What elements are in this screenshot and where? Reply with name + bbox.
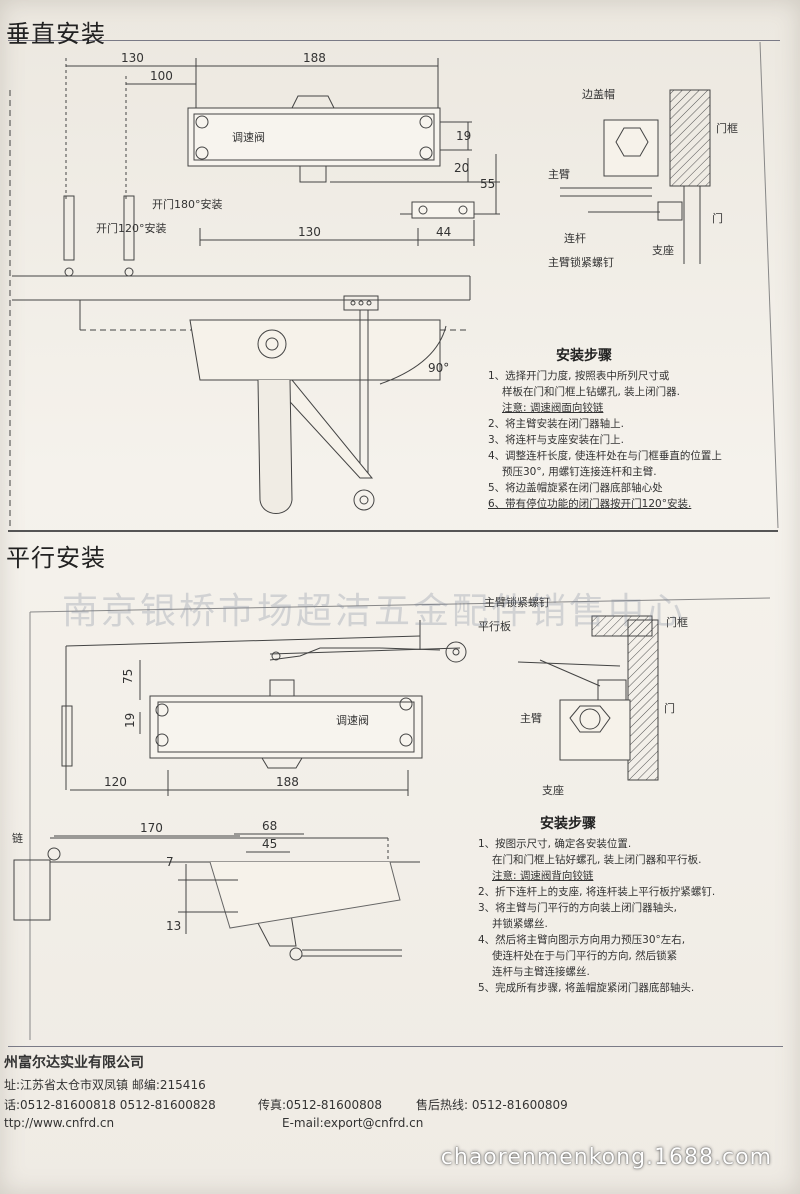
- p-hinge-label: 链: [12, 831, 23, 845]
- parallel-steps: 安装步骤 1、按图示尺寸, 确定各安装位置. 在门和门框上钻好螺孔, 装上闭门器…: [478, 816, 778, 996]
- p-step-3b: 并锁紧螺丝.: [492, 918, 548, 930]
- dim-130-top: 130: [121, 51, 144, 65]
- seat-label: 支座: [652, 243, 674, 257]
- p-door-frame-label: 门框: [666, 615, 688, 629]
- dim-44: 44: [436, 225, 451, 239]
- v-step-1: 1、选择开门力度, 按照表中所列尺寸或: [488, 370, 670, 382]
- p-dim-188: 188: [276, 775, 299, 789]
- v-step-4b: 预压30°, 用螺钉连接连杆和主臂.: [502, 466, 657, 478]
- company-phone: 话:0512-81600818 0512-81600828: [4, 1098, 216, 1112]
- p-step-1c: 注意: 调速阀背向铰链: [492, 870, 594, 882]
- p-dim-7: 7: [166, 855, 174, 869]
- watermark-bottom-bar: chaorenmenkong.1688.com: [0, 1143, 800, 1179]
- dim-130-bottom: 130: [298, 225, 321, 239]
- watermark-mid: 南京银桥市场超洁五金配件销售中心: [62, 591, 687, 632]
- arm-screw-label: 主臂锁紧螺钉: [548, 255, 614, 269]
- valve-label: 调速阀: [232, 130, 265, 144]
- p-step-5: 5、完成所有步骤, 将盖帽旋紧闭门器底部轴头.: [478, 982, 695, 994]
- door-label: 门: [712, 211, 723, 225]
- v-step-6: 6、带有停位功能的闭门器按开门120°安装.: [488, 498, 692, 510]
- v-step-3: 3、将连杆与支座安装在门上.: [488, 434, 625, 446]
- p-dim-170: 170: [140, 821, 163, 835]
- main-arm-label: 主臂: [548, 168, 570, 181]
- company-email[interactable]: E-mail:export@cnfrd.cn: [282, 1116, 424, 1130]
- p-step-1: 1、按图示尺寸, 确定各安装位置.: [478, 838, 632, 850]
- p-seat-label: 支座: [542, 783, 564, 797]
- p-parallel-plate-label: 平行板: [478, 619, 511, 633]
- v-step-1b: 样板在门和门框上钻螺孔, 装上闭门器.: [502, 386, 681, 398]
- p-dim-19: 19: [123, 713, 137, 728]
- v-step-5: 5、将边盖帽旋紧在闭门器底部轴心处: [488, 482, 663, 494]
- p-step-4b: 使连杆处在于与门平行的方向, 然后锁紧: [492, 950, 678, 962]
- company-name: 州富尔达实业有限公司: [4, 1055, 144, 1071]
- company-website[interactable]: ttp://www.cnfrd.cn: [4, 1116, 115, 1130]
- parallel-steps-title: 安装步骤: [540, 816, 596, 832]
- bottom-frame-line: [8, 1046, 783, 1047]
- cap-label: 边盖帽: [582, 87, 615, 101]
- dim-20: 20: [454, 161, 469, 175]
- p-step-3: 3、将主臂与门平行的方向装上闭门器轴头,: [478, 902, 678, 914]
- door-frame-label: 门框: [716, 121, 738, 135]
- p-valve-label: 调速阀: [336, 713, 369, 727]
- p-main-arm-label: 主臂: [520, 712, 542, 725]
- parallel-title: 平行安装: [6, 544, 106, 572]
- p-step-1b: 在门和门框上钻好螺孔, 装上闭门器和平行板.: [492, 854, 702, 866]
- p-dim-45: 45: [262, 837, 277, 851]
- v-step-2: 2、将主臂安装在闭门器轴上.: [488, 418, 625, 430]
- watermark-bottom-text: chaorenmenkong.1688.com: [440, 1145, 772, 1170]
- p-arm-screw-label: 主臂锁紧螺钉: [484, 595, 550, 609]
- top-frame-line: [8, 40, 780, 41]
- p-dim-13: 13: [166, 919, 181, 933]
- open120-label: 开门120°安装: [96, 221, 167, 235]
- dim-100: 100: [150, 69, 173, 83]
- company-address: 址:江苏省太仓市双凤镇 邮编:215416: [4, 1078, 206, 1092]
- vertical-steps: 安装步骤 1、选择开门力度, 按照表中所列尺寸或 样板在门和门框上钻螺孔, 装上…: [488, 348, 758, 512]
- p-step-2: 2、折下连杆上的支座, 将连杆装上平行板拧紧螺钉.: [478, 886, 716, 898]
- v-step-1c: 注意: 调速阀面向铰链: [502, 402, 604, 414]
- mid-divider: [8, 530, 778, 532]
- vertical-title: 垂直安装: [6, 20, 106, 48]
- p-dim-75: 75: [121, 669, 135, 684]
- open180-label: 开门180°安装: [152, 197, 223, 211]
- vertical-steps-title: 安装步骤: [556, 348, 612, 364]
- p-step-4: 4、然后将主臂向图示方向用力预压30°左右,: [478, 934, 686, 946]
- company-fax: 传真:0512-81600808: [258, 1098, 382, 1112]
- p-door-label: 门: [664, 701, 675, 715]
- p-step-4c: 连杆与主臂连接螺丝.: [492, 966, 590, 978]
- company-hotline: 售后热线: 0512-81600809: [416, 1098, 568, 1112]
- dim-19: 19: [456, 129, 471, 143]
- dim-188-top: 188: [303, 51, 326, 65]
- p-dim-68: 68: [262, 819, 277, 833]
- link-rod-label: 连杆: [564, 231, 586, 245]
- dim-55: 55: [480, 177, 495, 191]
- v-step-4: 4、调整连杆长度, 使连杆处在与门框垂直的位置上: [488, 450, 722, 462]
- p-dim-120: 120: [104, 775, 127, 789]
- angle-label: 90°: [428, 361, 449, 375]
